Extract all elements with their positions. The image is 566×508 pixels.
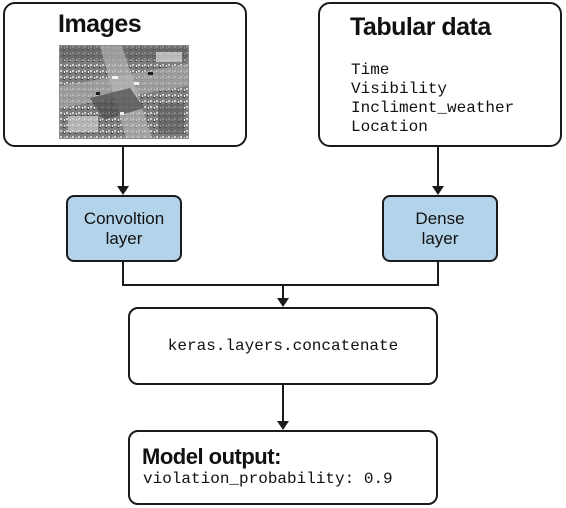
convolution-layer-box: Convoltion layer [66, 195, 182, 262]
dense-layer-line2: layer [421, 228, 459, 248]
feature-visibility: Visibility [351, 80, 448, 98]
concatenate-label: keras.layers.concatenate [167, 337, 399, 355]
feature-time: Time [351, 61, 390, 79]
model-output-title: Model output: [142, 444, 281, 469]
images-title: Images [58, 10, 142, 38]
dense-layer-box: Dense layer [382, 195, 498, 262]
arrowhead-output [277, 421, 289, 430]
feature-location: Location [351, 118, 428, 136]
arrowhead-conv [117, 186, 129, 195]
traffic-intersection-image [59, 45, 189, 139]
dense-layer-line1: Dense [415, 208, 465, 228]
feature-list: Time Visibility Incliment_weather Locati… [351, 61, 514, 137]
arrowhead-concat [277, 298, 289, 307]
concatenate-box: keras.layers.concatenate [128, 307, 438, 385]
tabular-data-box [318, 2, 562, 147]
arrowhead-dense [432, 186, 444, 195]
tabular-data-title: Tabular data [350, 13, 491, 41]
convolution-layer-line2: layer [105, 228, 143, 248]
model-output-box [128, 430, 438, 505]
convolution-layer-line1: Convoltion [83, 208, 165, 228]
model-output-value: violation_probability: 0.9 [143, 470, 393, 488]
feature-incliment-weather: Incliment_weather [351, 99, 515, 117]
